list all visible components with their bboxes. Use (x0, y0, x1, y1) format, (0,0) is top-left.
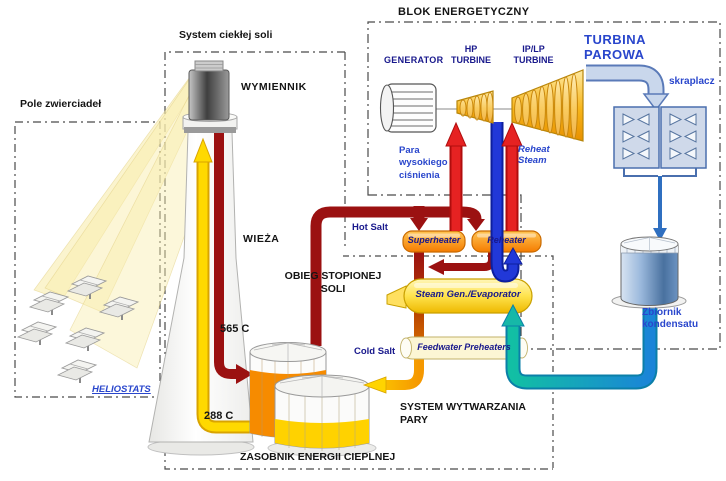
condensate-drop-arrow (653, 228, 667, 241)
salt-to-reheater-arrow (467, 219, 485, 231)
power-block-border (367, 21, 721, 350)
exhaust-arrow (642, 93, 670, 112)
heliostat-icon (65, 327, 105, 352)
salt-to-cold-tank-arrow (362, 376, 387, 394)
condensate-tank-graphic (611, 236, 687, 309)
salt-to-superheater-arrow (410, 218, 428, 231)
steam-system-title: SYSTEM WYTWARZANIA PARY (400, 401, 526, 426)
salt-return-piping (386, 356, 424, 390)
cold-salt-riser-pipe (193, 137, 344, 434)
hp-steam-pipe (445, 121, 467, 231)
reheater-salt-outlet (444, 252, 496, 271)
generator-label: GENERATOR (384, 55, 444, 65)
cold-salt-tank (274, 374, 370, 451)
heliostat-icon (57, 359, 97, 384)
heliostats-label: HELIOSTATS (92, 384, 151, 395)
hot-salt-downcomer-pipe (214, 126, 253, 384)
generator-graphic (379, 83, 437, 133)
hp-steam-arrow (445, 121, 467, 147)
steam-turbine-label: TURBINA PAROWA (584, 32, 646, 62)
condenser-label: skraplacz (669, 76, 715, 87)
cold-reheat-arrow (503, 246, 523, 265)
feedwater-preheaters-vessel (400, 336, 528, 360)
power-block-title: BLOK ENERGETYCZNY (398, 6, 530, 18)
hp-turbine-label: HP TURBINE (451, 44, 491, 65)
condensate-tank-label: Zbiornik kondensatu (642, 307, 699, 330)
receiver-cap (194, 60, 224, 72)
superheater-vessel (402, 230, 466, 253)
hp-turbine-graphic (456, 90, 494, 124)
hot-reheat-arrow (501, 121, 523, 147)
platform-shadow-band (184, 127, 236, 133)
feedwater-up-arrow (501, 303, 525, 327)
salt-merge-arrow (428, 259, 444, 275)
steam-generator-vessel (386, 278, 533, 314)
reheater-label: Reheater (487, 235, 526, 245)
cold-salt-up-arrow (193, 137, 213, 163)
mirror-field-title: Pole zwierciadeł (20, 98, 102, 110)
tower-label: WIEŻA (243, 233, 280, 245)
salt-system-title: System ciekłej soli (179, 29, 273, 41)
cold-reheat-pipe (490, 122, 523, 283)
ip-lp-turbine-graphic (511, 69, 584, 142)
ip-lp-turbine-label: IP/LP TURBINE (513, 44, 554, 65)
receiver-graphic (188, 69, 230, 121)
steam-system-border (343, 255, 554, 469)
exchanger-label: WYMIENNIK (241, 81, 307, 93)
cold-salt-label: Cold Salt (354, 346, 396, 357)
condenser-manifold (623, 168, 697, 177)
heliostat-icon (29, 291, 69, 316)
cold-temp-label: 288 C (204, 410, 234, 422)
reheat-steam-label: Reheat Steam (518, 144, 550, 167)
superheater-label: Superheater (407, 235, 461, 245)
storage-label: ZASOBNIK ENERGII CIEPLNEJ (240, 451, 396, 463)
molten-salt-loop-label: OBIEG STOPIONEJ SOLI (284, 270, 382, 295)
condensate-return-pipe (501, 303, 658, 390)
evaporator-label: Steam Gen./Evaporator (415, 289, 521, 300)
heliostat-icon (17, 321, 57, 346)
hot-reheat-pipe (501, 121, 523, 231)
hot-temp-label: 565 C (220, 323, 250, 335)
condenser-graphic (613, 106, 707, 241)
hot-salt-to-tank-arrow (236, 364, 253, 384)
exhaust-duct (586, 64, 670, 112)
hp-steam-label: Para wysokiego ciśnienia (399, 145, 448, 181)
receiver-assembly (182, 60, 238, 133)
hot-salt-label: Hot Salt (352, 222, 388, 233)
preheaters-label: Feedwater Preheaters (417, 342, 511, 352)
